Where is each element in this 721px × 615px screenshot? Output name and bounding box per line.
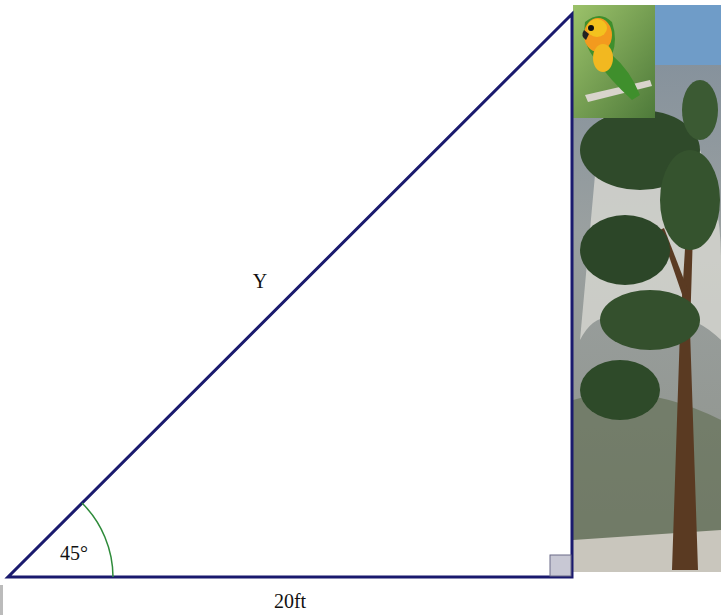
angle-label: 45° xyxy=(60,543,88,563)
edge-mark xyxy=(0,585,3,615)
angle-arc xyxy=(82,503,113,577)
right-triangle xyxy=(8,14,572,577)
parrot-photo xyxy=(573,5,655,118)
tree-photo xyxy=(573,5,721,572)
dimension-label: 20ft xyxy=(274,591,306,611)
side-label: Y xyxy=(253,271,267,291)
right-angle-mark xyxy=(550,555,571,576)
